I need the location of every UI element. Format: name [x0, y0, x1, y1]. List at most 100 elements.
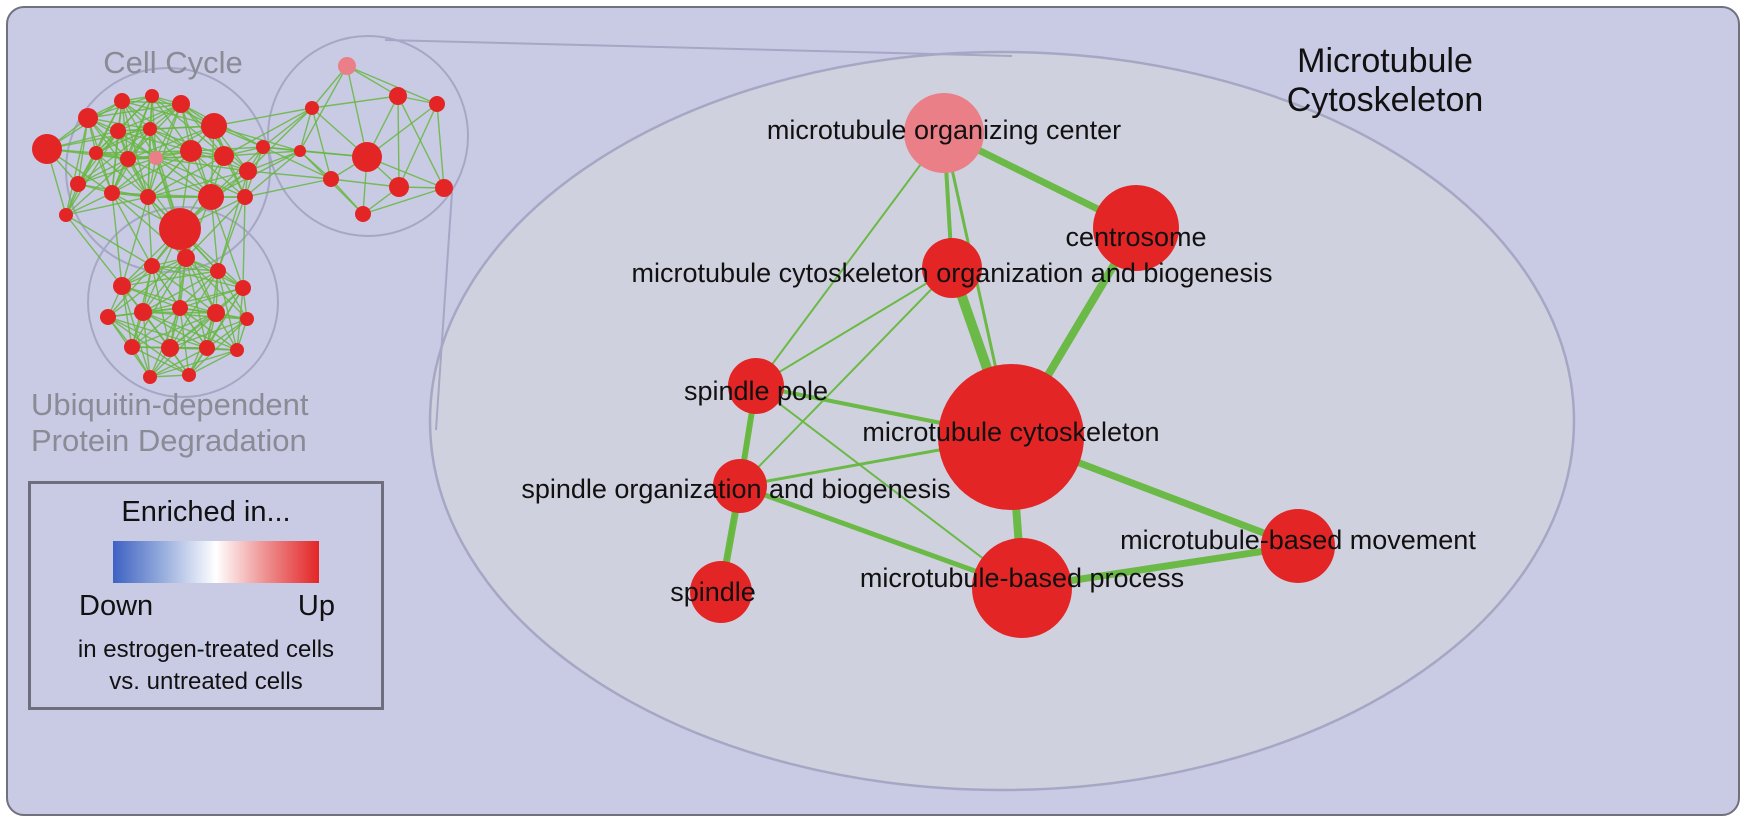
- overview-node: [143, 370, 157, 384]
- network-node-mco: [922, 238, 982, 298]
- overview-node: [177, 249, 195, 267]
- legend-down-label: Down: [79, 590, 154, 622]
- overview-edge: [210, 196, 244, 289]
- overview-node: [389, 177, 409, 197]
- overview-edge: [95, 128, 151, 154]
- overview-node: [172, 95, 190, 113]
- overview-edge: [185, 257, 217, 314]
- overview-node: [199, 340, 215, 356]
- overview-edge: [149, 347, 208, 378]
- overview-edge: [346, 65, 368, 158]
- overview-edge: [247, 150, 301, 172]
- overview-node: [110, 123, 126, 139]
- network-edge-mco-spindle_org: [739, 267, 953, 487]
- overview-edge: [155, 157, 246, 198]
- overview-edge: [217, 270, 248, 320]
- network-node-spindle_pole: [728, 358, 784, 414]
- overview-edge: [188, 349, 238, 376]
- overview-edge: [111, 157, 157, 194]
- overview-edge: [95, 150, 192, 154]
- overview-edge: [179, 307, 190, 376]
- overview-node: [144, 258, 160, 274]
- node-label-centrosome: centrosome: [1065, 222, 1206, 252]
- overview-node: [32, 134, 62, 164]
- node-label-spindle: spindle: [670, 577, 756, 607]
- overview-edge: [121, 196, 149, 287]
- overview-edge: [107, 257, 187, 318]
- overview-node: [59, 208, 73, 222]
- overview-edge: [77, 158, 129, 185]
- overview-node: [352, 142, 382, 172]
- node-label-mbp: microtubule-based process: [860, 563, 1184, 593]
- overview-edge: [142, 287, 244, 313]
- overview-node: [100, 309, 116, 325]
- overview-edge: [77, 117, 89, 185]
- overview-edge: [142, 257, 187, 313]
- overview-edge: [107, 265, 153, 318]
- overview-edge: [149, 312, 217, 378]
- overview-edge: [151, 265, 244, 289]
- overview-edge: [247, 170, 332, 180]
- legend-up-label: Up: [297, 590, 335, 622]
- overview-edge: [77, 157, 157, 185]
- overview-node: [70, 176, 86, 192]
- overview-edge: [244, 178, 332, 198]
- overview-node: [429, 96, 445, 112]
- overview-edge: [436, 103, 445, 189]
- overview-edge: [262, 146, 332, 180]
- zoom-callout-line: [384, 39, 1013, 57]
- overview-node: [113, 277, 131, 295]
- network-node-centrosome: [1093, 185, 1179, 271]
- cluster-label-ubiquitin: Ubiquitin-dependent Protein Degradation: [31, 387, 309, 459]
- overview-edge: [142, 270, 219, 313]
- overview-edge: [127, 125, 215, 160]
- overview-node: [143, 122, 157, 136]
- overview-node: [207, 304, 225, 322]
- legend: Enriched in... Down Up in estrogen-treat…: [28, 481, 384, 710]
- node-label-moc: microtubule organizing center: [767, 115, 1121, 145]
- overview-edge: [111, 95, 153, 194]
- network-node-spindle: [690, 561, 752, 623]
- overview-node: [239, 162, 257, 180]
- overview-edge: [65, 117, 89, 216]
- network-edge-mco-spindle_pole: [755, 267, 953, 387]
- overview-edge: [217, 170, 249, 272]
- overview-node: [235, 280, 251, 296]
- overview-edge: [311, 65, 348, 109]
- overview-edge: [188, 318, 248, 376]
- overview-edge: [169, 318, 248, 349]
- overview-edge: [262, 107, 313, 148]
- overview-edge: [111, 150, 192, 194]
- overview-edge: [65, 196, 149, 216]
- overview-edge: [117, 103, 182, 132]
- network-node-moc: [904, 93, 984, 173]
- overview-edge: [147, 103, 182, 198]
- overview-node: [159, 208, 201, 250]
- node-label-spindle_pole: spindle pole: [684, 376, 828, 406]
- overview-node: [435, 179, 453, 197]
- overview-edge: [147, 170, 249, 198]
- overview-node: [389, 87, 407, 105]
- overview-edge: [217, 196, 246, 272]
- node-label-mbm: microtubule-based movement: [1120, 525, 1476, 555]
- overview-edge: [362, 187, 445, 215]
- overview-node: [338, 57, 356, 75]
- node-label-spindle_org: spindle organization and biogenesis: [521, 474, 950, 504]
- overview-edge: [185, 196, 246, 259]
- overview-edge: [311, 95, 399, 109]
- overview-node: [201, 113, 227, 139]
- overview-node: [120, 151, 136, 167]
- overview-node: [140, 189, 156, 205]
- overview-edge: [65, 214, 153, 267]
- overview-edge: [206, 318, 248, 349]
- overview-edge: [121, 100, 192, 152]
- overview-edge: [111, 192, 123, 287]
- overview-edge: [121, 285, 133, 348]
- cluster-label-microtubule-cytoskeleton: Microtubule Cytoskeleton: [1255, 42, 1515, 120]
- cluster-label-cell-cycle: Cell Cycle: [103, 45, 243, 80]
- overview-edge: [155, 103, 182, 159]
- network-node-mc: [938, 364, 1084, 510]
- network-node-mbm: [1261, 509, 1335, 583]
- overview-edge: [242, 196, 246, 289]
